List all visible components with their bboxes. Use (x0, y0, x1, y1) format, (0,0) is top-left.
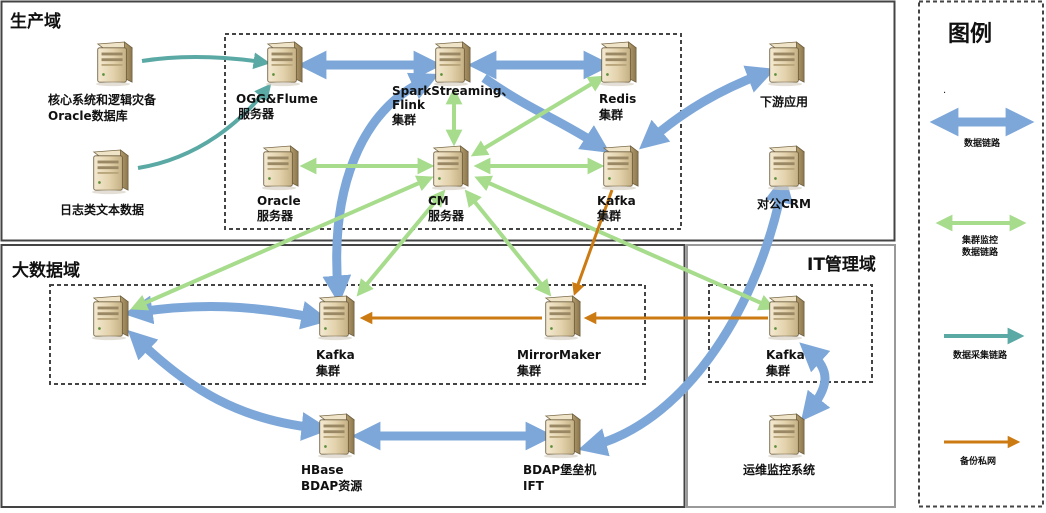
legend-dot: . (943, 85, 946, 96)
cm-server-icon (431, 145, 469, 191)
legend-collect-label: 数据采集链路 (953, 349, 1008, 361)
legend: 图例 . 数据链路 集群监控数据链路 数据采集链路 备份私网 (929, 22, 1035, 467)
link-downstream-kafka-prod (639, 65, 776, 150)
legend-title: 图例 (948, 22, 992, 47)
kafka-it-server-icon (767, 295, 805, 341)
monitor-cm-kafka-big (356, 189, 446, 297)
collect-core-ogg (141, 52, 271, 70)
spark-server-icon (433, 41, 471, 87)
oracle-server-icon (261, 145, 299, 191)
downstream-server-icon (767, 41, 805, 87)
mirrormaker-server-icon (543, 295, 581, 341)
kafka-big-server-icon (317, 295, 355, 341)
log-data-server-icon (91, 149, 129, 195)
link-kafka-it-ops (799, 342, 831, 422)
core-db-server-icon (95, 41, 133, 87)
it-zone-title: IT管理域 (807, 254, 876, 275)
connections (123, 50, 831, 457)
ops-label: 运维监控系统 (743, 462, 815, 477)
bdap-server-icon (543, 413, 581, 459)
monitor-cm-kafka-it (474, 175, 776, 311)
monitor-cm-redis (470, 75, 606, 157)
legend-monitor-label: 集群监控数据链路 (961, 234, 999, 258)
monitor-cm-mirrormaker (464, 189, 552, 297)
legend-backup-label: 备份私网 (959, 455, 996, 467)
bigdata-zone-title: 大数据域 (12, 260, 80, 281)
log-data-label: 日志类文本数据 (60, 202, 144, 217)
production-zone-frame (0, 0, 896, 242)
crm-label: 对公CRM (757, 196, 811, 211)
ogg-flume-server-icon (265, 41, 303, 87)
collect-log-ogg (137, 83, 272, 170)
ops-server-icon (767, 413, 805, 459)
crm-server-icon (767, 145, 805, 191)
backup-kafka-prod-mirrormaker (572, 189, 614, 296)
kafka-prod-server-icon (601, 145, 639, 191)
link-bigdata-kafka (123, 295, 331, 330)
hbase-server-icon (317, 413, 355, 459)
production-zone-title: 生产域 (10, 11, 61, 32)
downstream-label: 下游应用 (760, 94, 808, 109)
bigdata-server-icon (91, 295, 129, 341)
link-bigdata-hbase (127, 330, 331, 441)
legend-data-label: 数据链路 (964, 137, 1001, 149)
redis-server-icon (599, 41, 637, 87)
